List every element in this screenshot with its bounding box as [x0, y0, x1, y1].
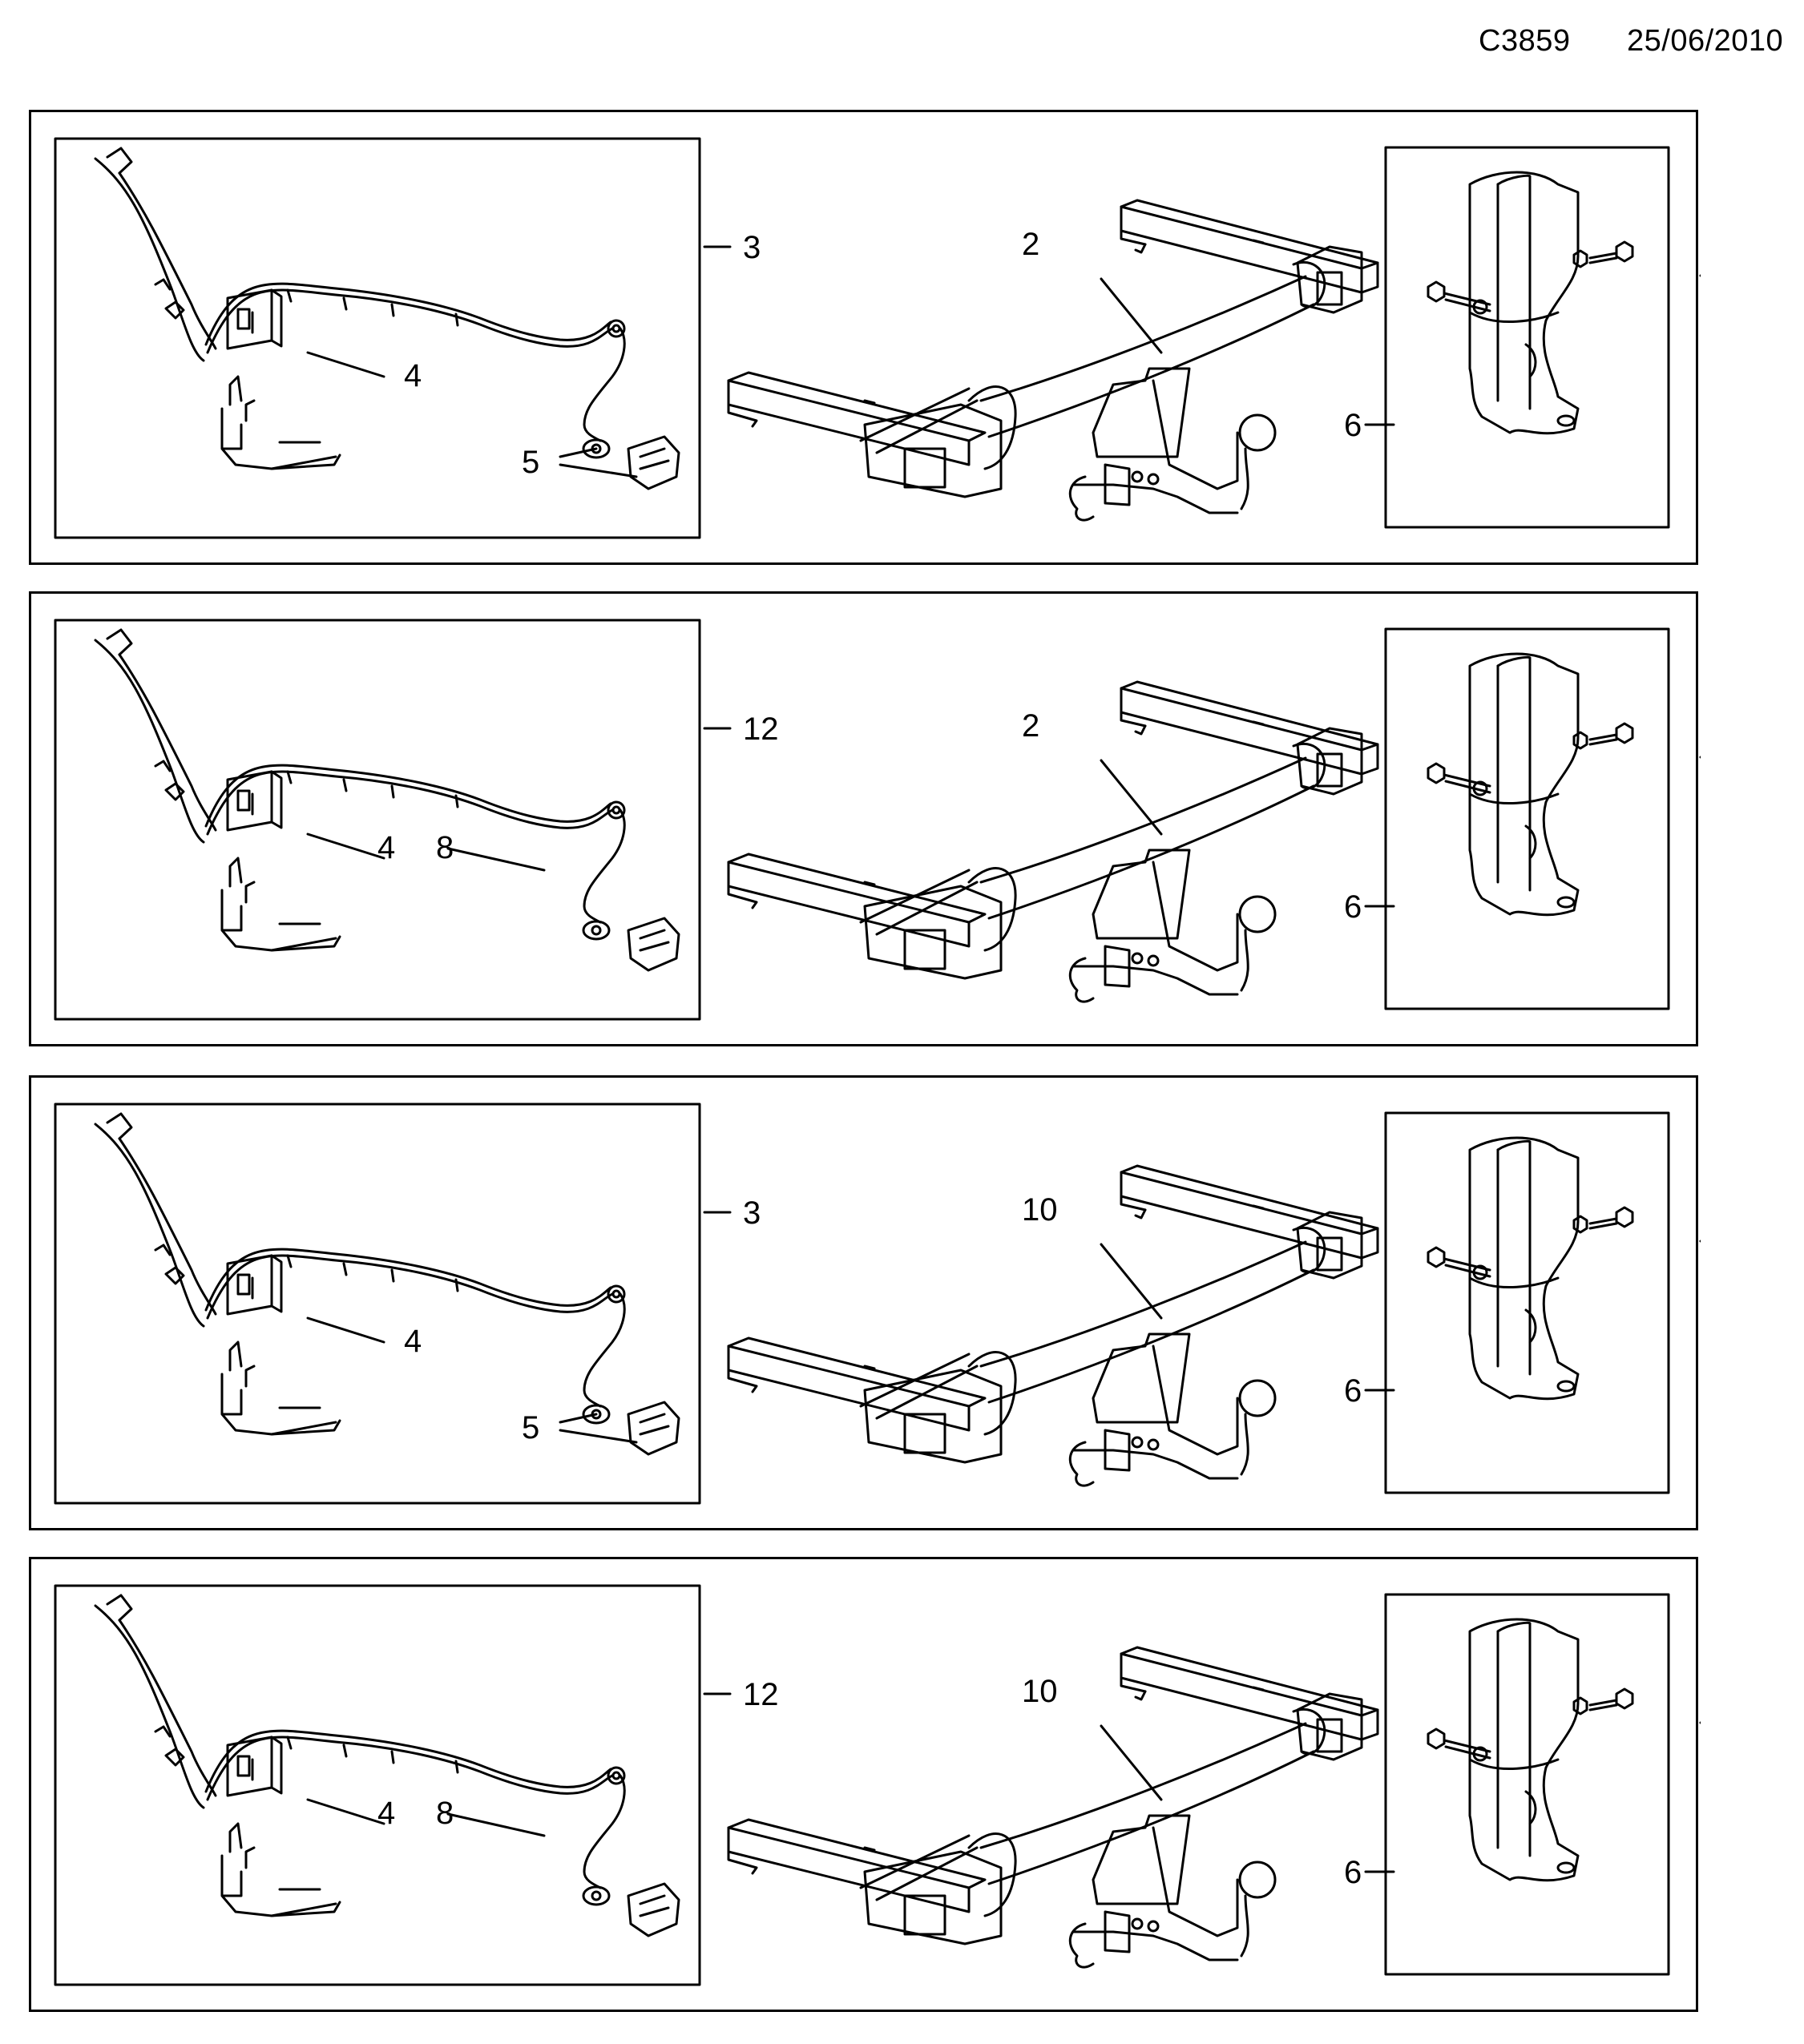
callout-wiring-kit: 3 [743, 1195, 761, 1231]
side-bracket-inset [1384, 627, 1670, 1010]
callout-connector: 5 [522, 445, 539, 480]
wiring-harness-inset [54, 1584, 701, 1986]
callout-13pin-plug: 4 [377, 830, 395, 865]
side-bracket-drawing [1427, 1618, 1634, 1882]
callout-wiring-kit: 12 [743, 1677, 779, 1712]
kit-panel-4: 12 10 6 11 4 8 [29, 1557, 1701, 2012]
side-bracket-drawing [1427, 171, 1634, 435]
callout-towbar: 10 [1022, 1674, 1058, 1709]
side-bracket-inset [1384, 146, 1670, 529]
callout-13pin-plug: 4 [377, 1796, 395, 1831]
callout-towbar: 10 [1022, 1192, 1058, 1228]
callout-connector: 5 [522, 1410, 539, 1445]
callout-towbar: 2 [1022, 227, 1039, 262]
kit-panel-3: 3 10 6 9 4 5 [29, 1075, 1701, 1530]
callout-leaders [306, 727, 1701, 908]
wiring-harness-drawing [94, 628, 680, 972]
callout-side-bracket: 6 [1344, 1373, 1362, 1409]
callout-connector: 8 [436, 830, 454, 865]
towbar-crossmember-drawing [727, 1164, 1379, 1487]
callout-13pin-plug: 4 [404, 1324, 422, 1359]
callout-side-bracket: 6 [1344, 408, 1362, 443]
diagram-date: 25/06/2010 [1627, 24, 1784, 58]
side-bracket-drawing [1427, 652, 1634, 917]
side-bracket-inset [1384, 1593, 1670, 1976]
wiring-harness-drawing [94, 147, 680, 490]
callout-leaders [306, 1692, 1701, 1873]
callout-side-bracket: 6 [1344, 889, 1362, 925]
callout-towbar: 2 [1022, 708, 1039, 744]
wiring-harness-inset [54, 1103, 701, 1505]
callout-leaders [306, 1211, 1701, 1444]
wiring-harness-drawing [94, 1594, 680, 1937]
callout-leaders [306, 245, 1701, 478]
wiring-harness-inset [54, 137, 701, 539]
diagram-code: C3859 [1479, 24, 1571, 58]
callout-side-bracket: 6 [1344, 1855, 1362, 1890]
side-bracket-inset [1384, 1111, 1670, 1494]
towbar-crossmember-drawing [727, 199, 1379, 522]
callout-connector: 8 [436, 1796, 454, 1831]
towbar-crossmember-drawing [727, 680, 1379, 1003]
wiring-harness-drawing [94, 1112, 680, 1456]
wiring-harness-inset [54, 619, 701, 1021]
callout-13pin-plug: 4 [404, 358, 422, 393]
callout-wiring-kit: 12 [743, 712, 779, 747]
kit-panel-1: 3 2 6 1 4 5 [29, 110, 1701, 565]
towbar-crossmember-drawing [727, 1646, 1379, 1969]
side-bracket-drawing [1427, 1136, 1634, 1401]
callout-wiring-kit: 3 [743, 230, 761, 265]
kit-panel-2: 12 2 6 7 4 8 [29, 591, 1701, 1046]
